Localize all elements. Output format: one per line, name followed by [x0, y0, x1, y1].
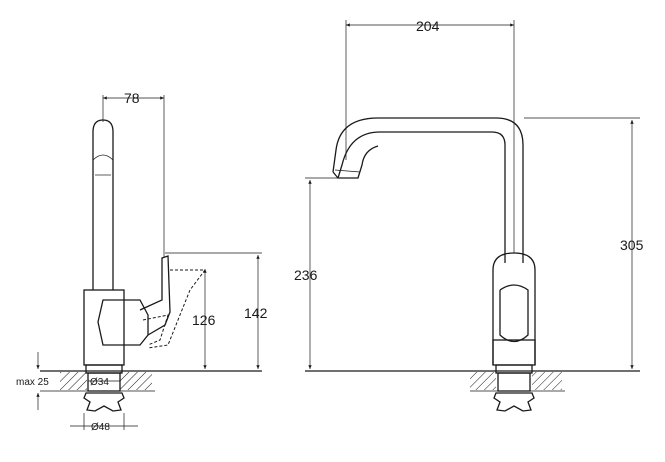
- side-mounting-nut: [83, 392, 125, 412]
- front-base-ring: [495, 364, 533, 374]
- dim-142-label: 142: [244, 305, 268, 321]
- front-aerator-line: [334, 169, 361, 173]
- side-counter-hatch-right: [120, 372, 152, 390]
- front-spout-outlet: [332, 145, 379, 179]
- dim-204-label: 204: [416, 18, 440, 34]
- front-shank: [497, 372, 531, 392]
- dim-236-label: 236: [294, 267, 318, 283]
- front-spout-upper: [337, 131, 506, 263]
- front-mounting-nut: [493, 392, 535, 412]
- front-counter-hatch-left: [470, 372, 496, 390]
- side-shank: [87, 372, 121, 392]
- front-view: 204 236 305: [294, 18, 644, 412]
- front-cartridge-housing: [492, 339, 536, 366]
- dim-126-label: 126: [192, 312, 216, 328]
- side-faucet-body: [83, 289, 125, 366]
- dim-max25-label: max 25: [16, 377, 49, 388]
- side-lever: [139, 255, 171, 336]
- front-counter-hatch-right: [532, 372, 562, 390]
- side-spout-highlight: [92, 154, 114, 161]
- dim-34-label: Ø34: [90, 377, 109, 388]
- side-lever-alt: [142, 314, 169, 346]
- dim-305-label: 305: [620, 237, 644, 253]
- front-spout-outer: [332, 117, 524, 263]
- side-lever-open-position: [147, 269, 206, 349]
- front-lever: [499, 284, 529, 343]
- front-faucet-body: [492, 252, 536, 365]
- side-cartridge: [97, 299, 149, 346]
- side-view: 78 126 142 max 25 Ø34 Ø48: [16, 90, 268, 433]
- side-base-ring: [85, 364, 123, 374]
- side-spout-tube: [92, 119, 114, 290]
- dim-48-label: Ø48: [91, 422, 110, 433]
- side-counter-hatch-left: [60, 372, 87, 390]
- dim-78-label: 78: [124, 90, 140, 106]
